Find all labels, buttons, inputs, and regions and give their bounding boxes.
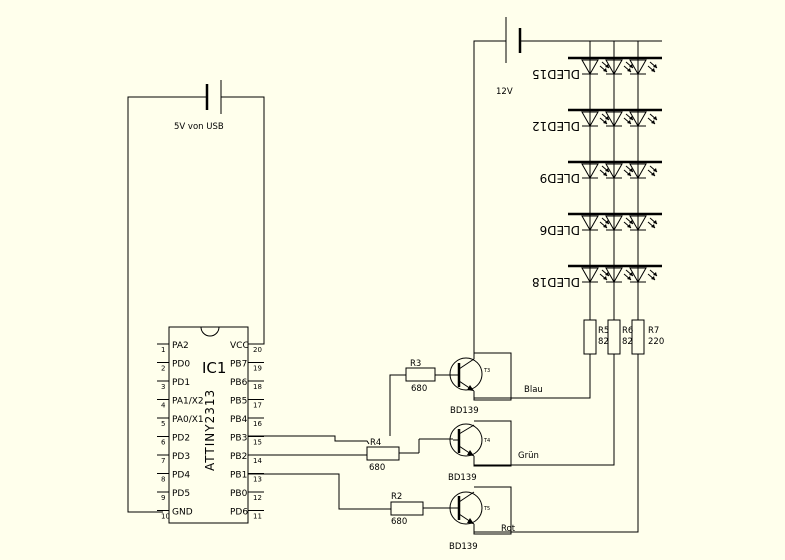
- r7-ref: R7: [648, 326, 659, 336]
- led-row-label: DLED18: [532, 275, 580, 289]
- supply-12v-label: 12V: [496, 87, 513, 97]
- led-symbol: [605, 215, 634, 232]
- led-symbol: [605, 267, 634, 284]
- ic-right-pins: 20 VCC 19 PB7 18 PB6 17 PB5 16 PB4 15 PB3 14 PB2 13 PB1…: [230, 341, 264, 521]
- ic-pin-name: PD2: [172, 434, 190, 444]
- r5-value: 82: [598, 337, 609, 347]
- ic-pin-name: PB7: [230, 360, 247, 370]
- led-symbol: [581, 111, 610, 128]
- ic-pin-name: PD3: [172, 452, 190, 462]
- ic-pin-name: VCC: [230, 341, 249, 351]
- ic-pin-number: 16: [253, 420, 262, 428]
- led-row-label: DLED9: [540, 171, 580, 185]
- r3-ref: R3: [410, 359, 421, 369]
- ic-pin-number: 13: [253, 476, 262, 484]
- r2-ref: R2: [391, 492, 402, 502]
- ic-pin-name: PA0/X1: [172, 415, 204, 425]
- usb-supply: 5V von USB: [127, 80, 265, 513]
- led-symbol: [629, 215, 658, 232]
- transistor-green: T4 BD139: [448, 423, 490, 483]
- ic-pin-number: 10: [161, 513, 170, 521]
- led-symbol: [605, 163, 634, 180]
- base-drive: R3 680 R4 680 R2 680: [248, 359, 453, 527]
- ic-pin-name: PB5: [230, 397, 247, 407]
- led-symbol: [581, 59, 610, 76]
- ic-ref-label: IC1: [202, 359, 226, 377]
- led-symbol: [581, 267, 610, 284]
- ic-pin-name: PD6: [230, 508, 248, 518]
- t3-pin: T3: [483, 368, 490, 374]
- led-resistors: R5 82 R6 82 R7 220: [583, 319, 664, 355]
- t4-part: BD139: [448, 473, 477, 483]
- ic-pin-name: PB3: [230, 434, 247, 444]
- ic1: IC1 ATTINY2313 1 PA2 2 PD0 3 PD1 4 PA1/X2 5 PA0/X…: [157, 326, 264, 524]
- usb-supply-label: 5V von USB: [174, 122, 224, 132]
- ic-pin-name: PD4: [172, 471, 190, 481]
- t3-part: BD139: [450, 406, 479, 416]
- r6-ref: R6: [622, 326, 633, 336]
- transistor-red: T5 BD139: [449, 491, 490, 552]
- r4-value: 680: [369, 463, 385, 473]
- ic-pin-name: GND: [172, 508, 193, 518]
- ic-pin-name: PB4: [230, 415, 248, 425]
- led-symbol: [581, 215, 610, 232]
- led-symbol: [605, 111, 634, 128]
- ic-pin-number: 18: [253, 383, 262, 391]
- r2-value: 680: [391, 517, 407, 527]
- label-rot: Rot: [501, 524, 516, 534]
- r3-value: 680: [411, 384, 427, 394]
- r6-value: 82: [622, 337, 633, 347]
- ic-pin-number: 2: [161, 365, 165, 373]
- t5-pin: T5: [483, 506, 490, 512]
- ic-pin-number: 19: [253, 365, 262, 373]
- led-symbol: [629, 163, 658, 180]
- led-row-label: DLED6: [540, 223, 580, 237]
- ic-part-label: ATTINY2313: [203, 389, 217, 471]
- power-wiring: 12V Blau Grün Rot: [473, 17, 662, 535]
- ic-pin-number: 1: [161, 346, 165, 354]
- label-gruen: Grün: [518, 451, 539, 461]
- label-blau: Blau: [524, 385, 543, 395]
- r5-ref: R5: [598, 326, 609, 336]
- ic-pin-number: 20: [253, 346, 262, 354]
- ic-pin-number: 9: [161, 494, 165, 502]
- led-symbol: [629, 267, 658, 284]
- ic-pin-number: 17: [253, 402, 262, 410]
- ic-pin-number: 15: [253, 439, 262, 447]
- ic-pin-number: 6: [161, 439, 166, 447]
- ic-pin-number: 5: [161, 420, 165, 428]
- t5-part: BD139: [449, 542, 478, 552]
- ic-pin-number: 11: [253, 513, 262, 521]
- led-row-label: DLED12: [532, 119, 580, 133]
- ic-pin-number: 12: [253, 494, 262, 502]
- ic-pin-number: 14: [253, 457, 262, 465]
- ic-pin-number: 8: [161, 476, 165, 484]
- ic-pin-name: PA1/X2: [172, 397, 204, 407]
- t4-pin: T4: [483, 438, 490, 444]
- ic-pin-name: PB0: [230, 489, 248, 499]
- r7-value: 220: [648, 337, 664, 347]
- ic-pin-name: PB1: [230, 471, 247, 481]
- ic-pin-name: PD5: [172, 489, 190, 499]
- led-symbol: [581, 163, 610, 180]
- led-symbol: [605, 59, 634, 76]
- led-row-label: DLED15: [532, 67, 580, 81]
- led-symbol: [629, 111, 658, 128]
- ic-pin-number: 4: [161, 402, 166, 410]
- ic-pin-name: PD0: [172, 360, 190, 370]
- ic-pin-name: PD1: [172, 378, 190, 388]
- ic-pin-name: PB2: [230, 452, 247, 462]
- led-symbol: [629, 59, 658, 76]
- ic-pin-name: PA2: [172, 341, 189, 351]
- transistor-blue: T3 BD139: [449, 357, 490, 416]
- ic-pin-number: 7: [161, 457, 165, 465]
- ic-pin-name: PB6: [230, 378, 248, 388]
- r4-ref: R4: [370, 438, 381, 448]
- ic-pin-number: 3: [161, 383, 165, 391]
